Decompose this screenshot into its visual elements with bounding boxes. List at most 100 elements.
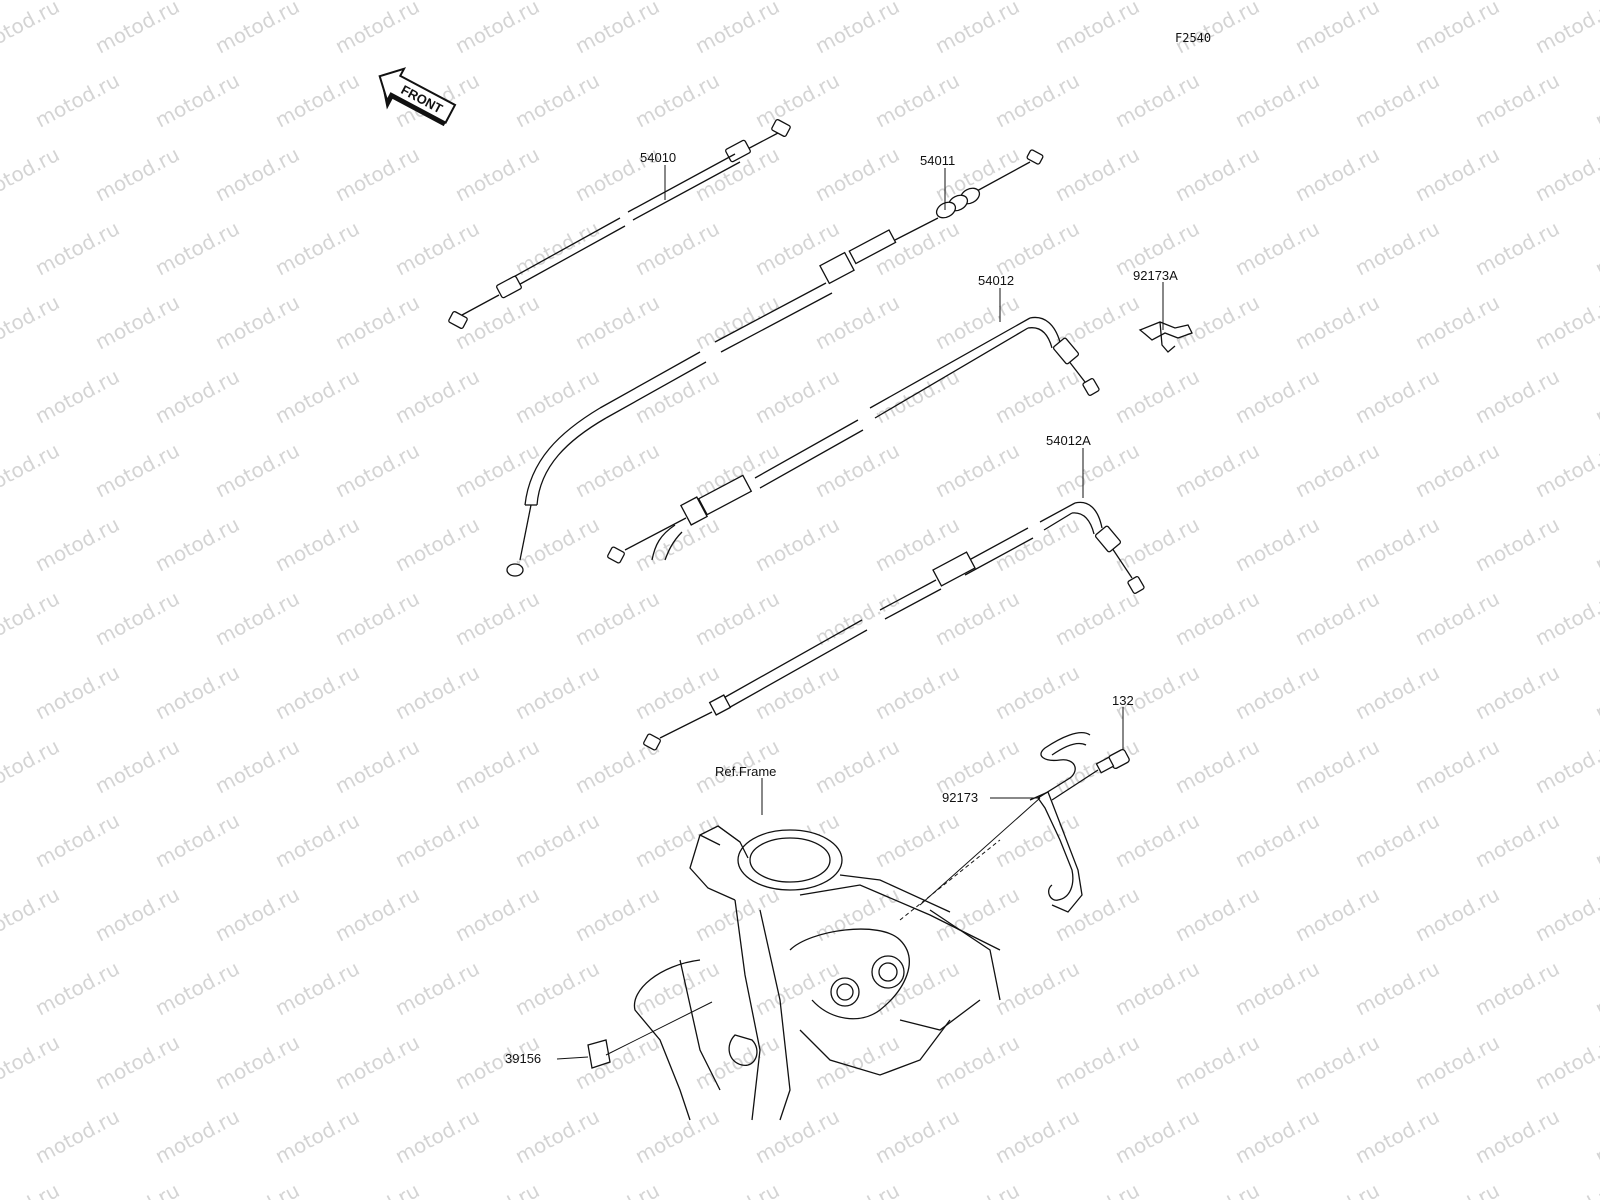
watermark-text: motod.ru (1291, 0, 1383, 58)
watermark-text: motod.ru (871, 68, 963, 132)
watermark-text: motod.ru (1411, 1030, 1503, 1094)
watermark-text: motod.ru (1231, 512, 1323, 576)
watermark-text: motod.ru (751, 512, 843, 576)
watermark-text: motod.ru (271, 660, 363, 724)
watermark-text: motod.ru (1231, 364, 1323, 428)
watermark-text: motod.ru (31, 660, 123, 724)
watermark-text: motod.ru (811, 290, 903, 354)
watermark-text: motod.ru (331, 1030, 423, 1094)
watermark-text: motod.ru (1411, 0, 1503, 58)
watermark-text: motod.ru (1231, 1104, 1323, 1168)
watermark-text: motod.ru (1351, 956, 1443, 1020)
watermark-text: motod.ru (1111, 808, 1203, 872)
watermark-text: motod.ru (1471, 1104, 1563, 1168)
watermark-text: motod.ru (31, 68, 123, 132)
watermark-text: motod.ru (571, 1178, 663, 1200)
watermark-text: motod.ru (271, 68, 363, 132)
watermark-text: motod.ru (871, 660, 963, 724)
watermark-text: motod.ru (511, 808, 603, 872)
watermark-text: motod.ru (0, 68, 3, 132)
watermark-text: motod.ru (1111, 1104, 1203, 1168)
part-label-54010: 54010 (640, 150, 676, 165)
watermark-text: motod.ru (871, 1104, 963, 1168)
watermark-text: motod.ru (1171, 586, 1263, 650)
watermark-text: motod.ru (1051, 586, 1143, 650)
watermark-text: motod.ru (931, 882, 1023, 946)
watermark-text: motod.ru (571, 586, 663, 650)
watermark-text: motod.ru (31, 216, 123, 280)
watermark-text: motod.ru (1231, 216, 1323, 280)
part-label-92173A: 92173A (1133, 268, 1178, 283)
watermark-text: motod.ru (631, 512, 723, 576)
watermark-text: motod.ru (151, 364, 243, 428)
watermark-text: motod.ru (211, 882, 303, 946)
watermark-text: motod.ru (1231, 68, 1323, 132)
watermark-text: motod.ru (631, 1104, 723, 1168)
watermark-text: motod.ru (511, 956, 603, 1020)
watermark-text: motod.ru (511, 512, 603, 576)
watermark-text: motod.ru (151, 512, 243, 576)
watermark-text: motod.ru (1471, 660, 1563, 724)
watermark-text: motod.ru (1411, 438, 1503, 502)
watermark-text: motod.ru (1531, 734, 1600, 798)
leader-lines (556, 165, 1164, 1060)
watermark-text: motod.ru (1111, 364, 1203, 428)
watermark-text: motod.ru (811, 438, 903, 502)
watermark-text: motod.ru (1531, 142, 1600, 206)
watermark-text: motod.ru (1591, 512, 1600, 576)
watermark-text: motod.ru (1531, 438, 1600, 502)
watermark-text: motod.ru (1531, 586, 1600, 650)
watermark-text: motod.ru (0, 808, 3, 872)
watermark-text: motod.ru (451, 734, 543, 798)
watermark-text: motod.ru (991, 660, 1083, 724)
watermark-text: motod.ru (691, 586, 783, 650)
watermark-text: motod.ru (0, 1030, 63, 1094)
part-label-54011: 54011 (920, 153, 955, 168)
part-label-54012: 54012 (978, 273, 1014, 288)
front-arrow-icon: FRONT (378, 67, 457, 127)
label-39156 (587, 1039, 611, 1069)
watermark-text: motod.ru (0, 882, 63, 946)
watermark-text: motod.ru (571, 1030, 663, 1094)
part-label-132: 132 (1112, 693, 1134, 708)
part-label-39156: 39156 (505, 1051, 541, 1066)
watermark-text: motod.ru (1351, 808, 1443, 872)
watermark-text: motod.ru (1351, 364, 1443, 428)
watermark-text: motod.ru (451, 438, 543, 502)
watermark-text: motod.ru (811, 142, 903, 206)
watermark-text: motod.ru (691, 0, 783, 58)
watermark-text: motod.ru (451, 1178, 543, 1200)
watermark-text: motod.ru (811, 734, 903, 798)
watermark-text: motod.ru (631, 216, 723, 280)
watermark-text: motod.ru (931, 734, 1023, 798)
watermark-text: motod.ru (1291, 882, 1383, 946)
watermark-text: motod.ru (0, 216, 3, 280)
watermark-text: motod.ru (451, 882, 543, 946)
watermark-text: motod.ru (811, 882, 903, 946)
watermark-text: motod.ru (271, 364, 363, 428)
watermark-text: motod.ru (931, 290, 1023, 354)
clip-92173A (1138, 321, 1193, 353)
watermark-text: motod.ru (1171, 0, 1263, 58)
watermark-text: motod.ru (631, 660, 723, 724)
watermark-text: motod.ru (31, 1104, 123, 1168)
watermark-text: motod.ru (1531, 1178, 1600, 1200)
watermark-text: motod.ru (1291, 142, 1383, 206)
watermark-text: motod.ru (1171, 438, 1263, 502)
watermark-text: motod.ru (211, 290, 303, 354)
watermark-text: motod.ru (811, 1178, 903, 1200)
part-label-54012A: 54012A (1046, 433, 1091, 448)
watermark-text: motod.ru (0, 512, 3, 576)
watermark-text: motod.ru (1411, 586, 1503, 650)
watermark-text: motod.ru (331, 142, 423, 206)
watermark-text: motod.ru (511, 68, 603, 132)
watermark-text: motod.ru (991, 68, 1083, 132)
watermark-text: motod.ru (1171, 1178, 1263, 1200)
watermark-text: motod.ru (1471, 68, 1563, 132)
watermark-text: motod.ru (0, 734, 63, 798)
watermark-text: motod.ru (1591, 1104, 1600, 1168)
diagram-code: F2540 (1175, 31, 1211, 45)
watermark-text: motod.ru (391, 216, 483, 280)
watermark-text: motod.ru (1051, 1178, 1143, 1200)
